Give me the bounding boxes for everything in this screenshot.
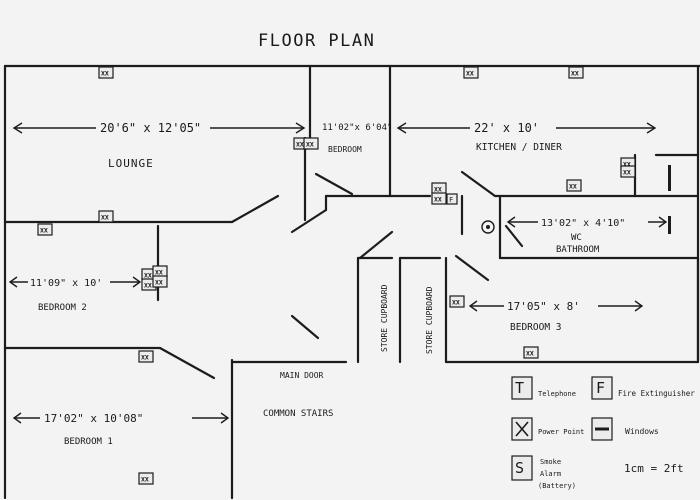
legend: T Telephone F Fire Extinguisher Power Po… (511, 376, 695, 490)
dimension-arrows (8, 122, 668, 424)
legend-telephone-symbol: T (515, 379, 524, 397)
fire-extinguisher-marker (446, 193, 458, 205)
lounge-dimension-arrow (12, 122, 306, 134)
legend-smoke-text-3: (Battery) (538, 482, 576, 490)
power-point-marker (138, 472, 154, 485)
store-cupboard-label-left: STORE CUPBOARD (380, 284, 389, 352)
power-point-marker (620, 165, 636, 178)
windows (668, 165, 671, 234)
power-point-marker-label: XX (571, 70, 579, 78)
wc-label: WC (571, 233, 582, 243)
bedroom2-label: BEDROOM 2 (38, 303, 87, 313)
bathroom-label: BATHROOM (556, 245, 600, 255)
power-point-marker-label: XX (141, 476, 149, 484)
main-door-label: MAIN DOOR (280, 371, 324, 380)
power-point-marker-label: XX (623, 169, 631, 177)
power-point-marker-label: XX (40, 227, 48, 235)
bedroom3-dimension-arrow (468, 300, 644, 312)
plan-symbols: F (446, 193, 495, 234)
power-point-marker-label: XX (155, 269, 163, 277)
plan-title: FLOOR PLAN (258, 31, 375, 51)
legend-telephone-box (511, 376, 533, 400)
legend-smoke-symbol: S (515, 459, 524, 477)
power-point-marker-label: XX (144, 272, 152, 280)
wc-dimension-arrow (506, 216, 668, 228)
power-point-marker (566, 179, 582, 192)
power-point-marker-label: XX (526, 350, 534, 358)
room-labels: 20'6" x 12'05" LOUNGE 11'02"x 6'04" BEDR… (30, 121, 625, 447)
store-cupboard-label-right: STORE CUPBOARD (425, 286, 434, 354)
power-point-marker-label: XX (296, 141, 304, 149)
power-point-marker (152, 275, 168, 288)
power-point-marker (463, 66, 479, 79)
bedroom-small-dimensions: 11'02"x 6'04" (322, 123, 392, 133)
power-point-marker (303, 137, 319, 150)
legend-smoke-text-1: Smoke (540, 458, 561, 466)
legend-smoke-text-2: Alarm (540, 470, 561, 478)
legend-power-cross-2 (515, 421, 529, 437)
kitchen-dimension-arrow (396, 122, 657, 134)
power-point-marker-label: XX (623, 161, 631, 169)
bedroom2-dimensions: 11'09" x 10' (30, 278, 102, 289)
power-point-marker (523, 346, 539, 359)
power-point-marker (98, 210, 114, 223)
power-point-marker-label: XX (101, 70, 109, 78)
power-point-marker-label: XX (452, 299, 460, 307)
power-point-marker-label: XX (144, 282, 152, 290)
power-point-marker (37, 223, 53, 236)
lounge-label: LOUNGE (108, 157, 154, 170)
legend-window-text: Windows (625, 427, 659, 436)
bedroom3-label: BEDROOM 3 (510, 322, 561, 333)
bedroom1-label: BEDROOM 1 (64, 437, 113, 447)
legend-smoke-box (511, 455, 533, 481)
legend-fire-text: Fire Extinguisher (618, 389, 695, 398)
power-point-marker (138, 350, 154, 363)
power-point-marker-label: XX (306, 141, 314, 149)
power-point-marker (431, 192, 447, 205)
common-stairs-label: COMMON STAIRS (263, 409, 333, 419)
power-point-marker (449, 295, 465, 308)
bedroom-small-label: BEDROOM (328, 145, 362, 154)
bedroom2-dimension-arrow (8, 276, 142, 288)
bedroom1-dimensions: 17'02" x 10'08" (44, 412, 143, 425)
power-point-marker-label: XX (141, 354, 149, 362)
smoke-alarm-marker (481, 220, 495, 234)
legend-telephone-text: Telephone (538, 390, 576, 398)
walls (3, 64, 700, 500)
bedroom3-dimensions: 17'05" x 8' (507, 300, 580, 313)
power-point-marker-label: XX (466, 70, 474, 78)
power-point-marker-label: XX (434, 186, 442, 194)
legend-power-text: Power Point (538, 428, 584, 436)
power-point-marker-label: XX (101, 214, 109, 222)
power-point-marker (98, 66, 114, 79)
legend-fire-symbol: F (596, 379, 605, 397)
bedroom1-dimension-arrow (12, 412, 230, 424)
wc-dimensions: 13'02" x 4'10" (541, 218, 625, 229)
scale-note: 1cm = 2ft (624, 462, 684, 475)
power-point-marker-label: XX (434, 196, 442, 204)
fire-extinguisher-marker-letter: F (449, 196, 453, 204)
lounge-dimensions: 20'6" x 12'05" (100, 121, 201, 135)
power-point-marker-label: XX (569, 183, 577, 191)
kitchen-label: KITCHEN / DINER (476, 142, 562, 153)
power-point-marker-label: XX (155, 279, 163, 287)
kitchen-dimensions: 22' x 10' (474, 121, 539, 135)
power-point-marker (568, 66, 584, 79)
legend-fire-box (591, 376, 613, 400)
